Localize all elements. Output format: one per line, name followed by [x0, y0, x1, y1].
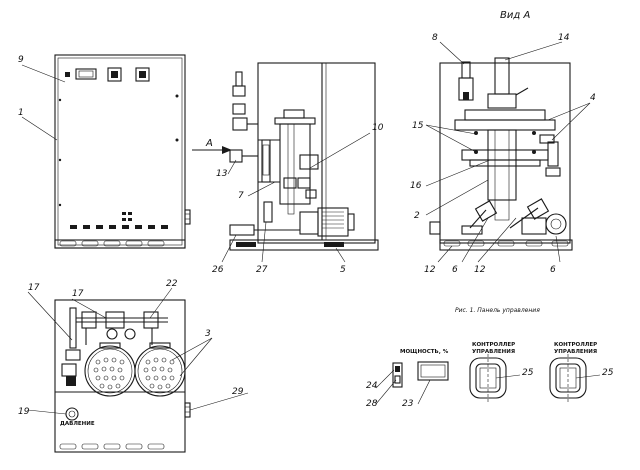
callout-26: 26 [212, 265, 224, 275]
filter-disc-left [84, 345, 136, 397]
callout-17-left: 17 [28, 283, 40, 293]
controller-2-label-line2: УПРАВЛЕНИЯ [554, 349, 597, 355]
callout-6-left: 6 [452, 265, 458, 275]
callout-22: 22 [166, 279, 178, 289]
front-cabinet-view [21, 54, 191, 249]
view-a [425, 41, 591, 263]
callout-3: 3 [205, 329, 211, 339]
filter-disc-right [134, 345, 186, 397]
side-inner-view [192, 62, 379, 263]
controller-1-label-line2: УПРАВЛЕНИЯ [472, 349, 515, 355]
callout-8: 8 [432, 33, 438, 43]
base-slots [59, 240, 165, 247]
callout-12-left: 12 [424, 265, 436, 275]
lower-cabinet-view [27, 287, 249, 453]
vent-slots [70, 212, 168, 229]
callout-19: 19 [18, 407, 30, 417]
controller-1-label-line1: КОНТРОЛЛЕР [472, 342, 515, 348]
pressure-label: ДАВЛЕНИЕ [60, 421, 95, 427]
callout-29: 29 [232, 387, 244, 397]
callout-2: 2 [414, 211, 420, 221]
view-title: Вид А [500, 10, 530, 21]
callout-28: 28 [366, 399, 378, 409]
callout-16: 16 [410, 181, 422, 191]
callout-5: 5 [340, 265, 346, 275]
callout-13: 13 [216, 169, 228, 179]
callout-23: 23 [402, 399, 414, 409]
power-label: МОЩНОСТЬ, % [400, 349, 449, 355]
callout-24: 24 [366, 381, 378, 391]
callout-27: 27 [256, 265, 268, 275]
callout-6-right: 6 [550, 265, 556, 275]
callout-9: 9 [18, 55, 24, 65]
callout-15: 15 [412, 121, 424, 131]
figure-caption: Рис. 1. Панель управления [455, 307, 540, 314]
callout-12-right: 12 [474, 265, 486, 275]
callout-17-right: 17 [72, 289, 84, 299]
control-panel-view [375, 354, 601, 405]
arrow-a-label: A [205, 138, 213, 149]
callout-4: 4 [590, 93, 596, 103]
callout-1: 1 [18, 108, 24, 118]
callout-25-left: 25 [522, 368, 534, 378]
controller-2-label-line1: КОНТРОЛЛЕР [554, 342, 597, 348]
callout-10: 10 [372, 123, 384, 133]
callout-7: 7 [238, 191, 244, 201]
callout-25-right: 25 [602, 368, 614, 378]
callout-14: 14 [558, 33, 570, 43]
